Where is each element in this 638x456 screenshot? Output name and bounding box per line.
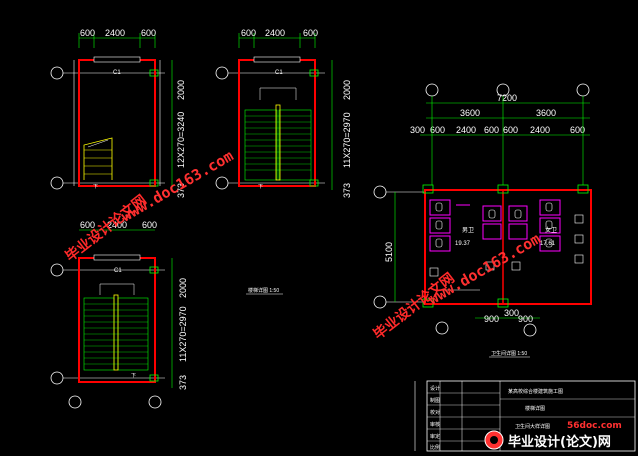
toilet-dim-900-right: 900	[518, 314, 533, 324]
toilet-elevation-2: 17.61	[540, 241, 556, 247]
stair3-dim-600-right: 600	[142, 220, 157, 230]
toilet-plan: 7200 3600 3600 300 600 2400 600 600 2400…	[373, 83, 592, 358]
toilet-dim-600c: 600	[503, 125, 518, 135]
toilet-dim-300-bottom: 300	[504, 308, 519, 318]
toilet-dim-2400a: 2400	[456, 125, 476, 135]
toilet-dim-5100: 5100	[384, 242, 394, 262]
title-block: 设计 制图 校对 审核 审定 比例 某高校综合楼建筑施工图 楼梯详图 卫生间大样…	[414, 380, 636, 452]
title-sheet-subtitle: 卫生间大样详图	[515, 423, 550, 430]
toilet-dim-3600-left: 3600	[460, 108, 480, 118]
title-row-4: 审核	[430, 421, 440, 428]
toilet-dim-600d: 600	[570, 125, 585, 135]
toilet-room-men: 男卫	[462, 227, 474, 234]
stair2-arrow-label: 下	[258, 184, 263, 190]
stair2-dim-600-right: 600	[303, 28, 318, 38]
stair-plan-2: 600 2400 600 C1 下 2000 11X270=2970 373	[215, 28, 352, 198]
stair3-dim-373: 373	[178, 375, 188, 390]
stair3-dim-2970: 11X270=2970	[178, 306, 188, 362]
toilet-dim-300: 300	[410, 125, 425, 135]
stair1-arrow-label: 下	[93, 184, 98, 190]
title-row-2: 制图	[430, 397, 440, 404]
toilet-dim-600b: 600	[484, 125, 499, 135]
stair2-dim-2400: 2400	[265, 28, 285, 38]
toilet-dim-900-left: 900	[484, 314, 499, 324]
stair1-dim-2400: 2400	[105, 28, 125, 38]
toilet-room-women: 女卫	[545, 226, 557, 234]
stair2-door-label: C1	[275, 70, 283, 76]
stair-plan-1: 600 2400 600 C1 下 2000 12X270=3240 373	[50, 28, 186, 198]
stair3-dim-600-left: 600	[80, 220, 95, 230]
stair3-dim-2400: 2400	[107, 220, 127, 230]
toilet-dim-600a: 600	[430, 125, 445, 135]
title-row-1: 设计	[430, 385, 440, 392]
stair1-dim-3240: 12X270=3240	[176, 112, 186, 168]
logo-text: 毕业设计(论文)网	[508, 434, 611, 450]
toilet-dim-3600-right: 3600	[536, 108, 556, 118]
toilet-dim-7200: 7200	[497, 93, 517, 103]
title-row-3: 校对	[430, 409, 440, 416]
stair3-door-label: C1	[114, 268, 122, 274]
stair-caption: 楼梯详图 1:50	[248, 287, 279, 294]
stair1-dim-600-right: 600	[141, 28, 156, 38]
toilet-dim-2400b: 2400	[530, 125, 550, 135]
stair1-dim-373: 373	[176, 183, 186, 198]
watermark-url-2: www.doc163.com	[425, 230, 543, 309]
title-row-5: 审定	[430, 433, 440, 440]
stair1-door-label: C1	[113, 70, 121, 76]
toilet-caption: 卫生间详图 1:50	[491, 350, 527, 357]
stair2-dim-373: 373	[342, 183, 352, 198]
stair1-dim-600-left: 600	[80, 28, 95, 38]
title-row-6: 比例	[430, 444, 440, 451]
stair-plan-3: 600 2400 600 C1 下 2000 11X270=2970 373	[50, 220, 188, 409]
site-logo: 56doc.com 毕业设计(论文)网	[484, 421, 622, 450]
stair1-dim-2000: 2000	[176, 80, 186, 100]
title-sheet-title: 楼梯详图	[525, 405, 545, 412]
toilet-elevation-1: 19.37	[455, 241, 471, 247]
stair2-dim-2970: 11X270=2970	[342, 112, 352, 168]
logo-url: 56doc.com	[567, 421, 622, 431]
stair2-dim-600-left: 600	[241, 28, 256, 38]
stair2-dim-2000: 2000	[342, 80, 352, 100]
title-project-name: 某高校综合楼建筑施工图	[508, 388, 563, 395]
stair3-dim-2000: 2000	[178, 278, 188, 298]
stair3-arrow-label: 下	[131, 373, 136, 379]
